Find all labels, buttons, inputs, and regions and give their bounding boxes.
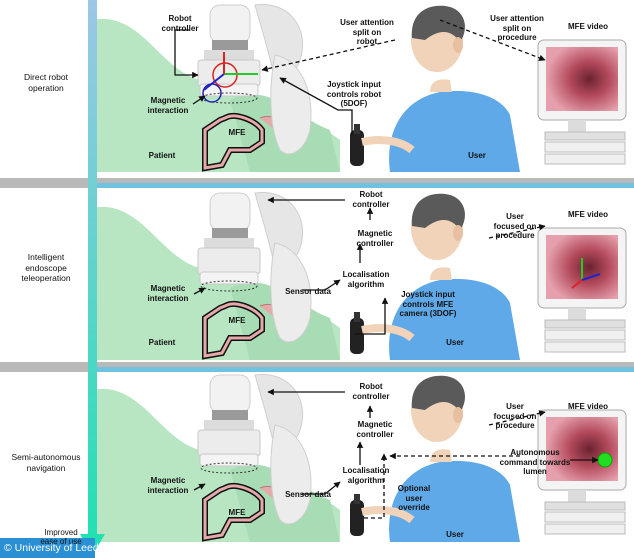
p2-localisation-label: Localisation algorithm — [342, 270, 390, 289]
p2-joystick-label: Joystick input controls MFE camera (3DOF… — [399, 290, 457, 318]
p1-mfe-video-label: MFE video — [567, 22, 608, 31]
footer-credit: © University of Leeds — [4, 542, 104, 554]
panel-1-arrows — [174, 19, 546, 135]
p1-magnetic-interaction-label: Magnetic interaction — [147, 96, 189, 115]
panel-2-title: Intelligent endoscope teleoperation — [21, 252, 71, 283]
p3-autonomous-label: Autonomous command towards lumen — [499, 448, 571, 476]
p2-user-label: User — [446, 338, 464, 347]
p2-magnetic-interaction-label: Magnetic interaction — [147, 284, 189, 303]
p3-robot-controller-label: Robot controller — [352, 382, 390, 401]
panel-2-arrows — [193, 196, 546, 335]
p3-localisation-label: Localisation algorithm — [342, 466, 390, 485]
p1-attention-robot-label: User attention split on robot — [340, 18, 394, 46]
panel-3-title: Semi-autonomous navigation — [11, 452, 81, 473]
p3-mfe-video-label: MFE video — [567, 402, 608, 411]
p2-sensor-data-label: Sensor data — [285, 287, 331, 296]
panel-2-scene — [92, 192, 627, 360]
p1-joystick-label: Joystick input controls robot (5DOF) — [326, 80, 382, 108]
p2-magnetic-controller-label: Magnetic controller — [356, 229, 394, 248]
p2-mfe-video-label: MFE video — [567, 210, 608, 219]
p3-user-label: User — [446, 530, 464, 539]
p1-user-label: User — [468, 151, 486, 160]
p2-mfe-label: MFE — [228, 316, 246, 325]
p3-mfe-label: MFE — [228, 508, 246, 517]
p1-attention-procedure-label: User attention split on procedure — [490, 14, 544, 42]
p2-focused-label: User focused on procedure — [493, 212, 537, 240]
p3-focused-label: User focused on procedure — [493, 402, 537, 430]
improved-ease-label: Improved ease of use — [40, 528, 82, 546]
panel-1-scene — [92, 4, 627, 172]
footer-strip — [0, 538, 95, 558]
panel-3-arrows — [193, 388, 599, 519]
panel-1-title: Direct robot operation — [24, 72, 68, 93]
p3-magnetic-interaction-label: Magnetic interaction — [147, 476, 189, 495]
p2-robot-controller-label: Robot controller — [352, 190, 390, 209]
lumen-target-dot — [597, 452, 613, 468]
p2-patient-label: Patient — [148, 338, 176, 347]
p3-sensor-data-label: Sensor data — [285, 490, 331, 499]
p1-robot-controller-label: Robot controller — [161, 14, 199, 33]
p1-mfe-label: MFE — [228, 128, 246, 137]
p3-override-label: Optional user override — [397, 484, 431, 512]
p3-magnetic-controller-label: Magnetic controller — [356, 420, 394, 439]
p1-patient-label: Patient — [148, 151, 176, 160]
